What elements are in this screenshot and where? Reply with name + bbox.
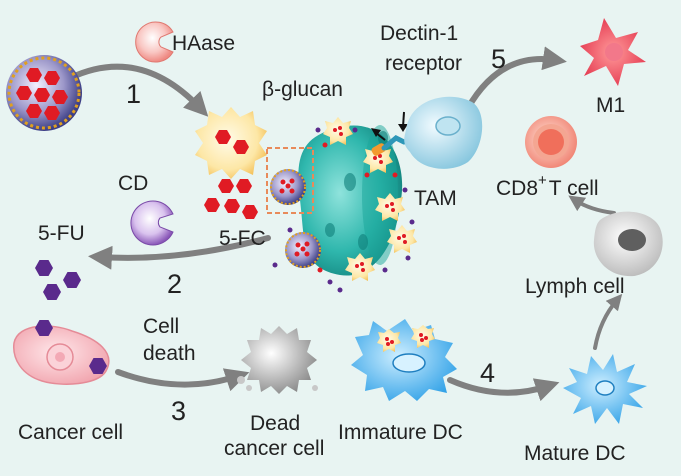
- mature-dc: [563, 354, 647, 424]
- nanoparticle-small: [270, 169, 321, 268]
- cd8-t-cell: [525, 116, 577, 168]
- cd8-label: CD8+T cell: [496, 172, 599, 200]
- fc-label: 5-FC: [219, 227, 266, 250]
- step-4-label: 4: [480, 358, 495, 388]
- step-5-label: 5: [491, 44, 506, 74]
- receptor-label: receptor: [385, 52, 462, 75]
- haase-enzyme-icon: [135, 21, 174, 63]
- m1-label: M1: [596, 94, 625, 117]
- dead-label: Dead: [250, 412, 300, 435]
- lymph-cell: [593, 211, 663, 277]
- mature-dc-label: Mature DC: [524, 442, 626, 465]
- dectin-label: Dectin-1: [380, 22, 458, 45]
- step-3-label: 3: [171, 396, 186, 426]
- dead-cancer-label: cancer cell: [224, 437, 324, 460]
- immature-dc: [351, 319, 457, 401]
- immature-dc-label: Immature DC: [338, 421, 463, 444]
- scattered-dots: [272, 127, 415, 293]
- step-2-label: 2: [167, 269, 182, 299]
- arrow-step-1: [67, 63, 209, 117]
- step-1-label: 1: [126, 79, 141, 109]
- dead-cancer-cell: [237, 326, 318, 394]
- cancer-cell: [13, 325, 110, 385]
- arrow-step-5: [465, 46, 567, 111]
- arrows: [67, 46, 623, 402]
- bglucan-label: β-glucan: [262, 78, 343, 101]
- haase-label: HAase: [172, 32, 235, 55]
- cd-enzyme-icon: [130, 200, 174, 246]
- nanoparticle-icon: [6, 55, 82, 131]
- receptor-icon: [371, 111, 408, 156]
- released-particle-icon: [195, 107, 267, 179]
- cancer-cell-label: Cancer cell: [18, 421, 123, 444]
- surface-particles: [323, 117, 417, 281]
- arrow-step-2: [88, 235, 271, 270]
- fu-hexagon-cluster: [35, 260, 81, 300]
- m1-macrophage: [580, 18, 646, 86]
- tam-cell: [404, 96, 483, 169]
- lymph-label: Lymph cell: [525, 275, 625, 298]
- fu-label: 5-FU: [38, 222, 85, 245]
- death-label: death: [143, 342, 196, 365]
- arrow-lymph-to-cd8: [568, 195, 616, 215]
- arrow-mature-to-lymph: [593, 293, 623, 350]
- fc-hexagon-cluster: [204, 179, 258, 219]
- cd-label: CD: [118, 172, 148, 195]
- tam-label: TAM: [414, 187, 457, 210]
- arrow-step-3: [115, 368, 250, 392]
- arrow-step-4: [447, 377, 560, 402]
- cell-label: Cell: [143, 315, 179, 338]
